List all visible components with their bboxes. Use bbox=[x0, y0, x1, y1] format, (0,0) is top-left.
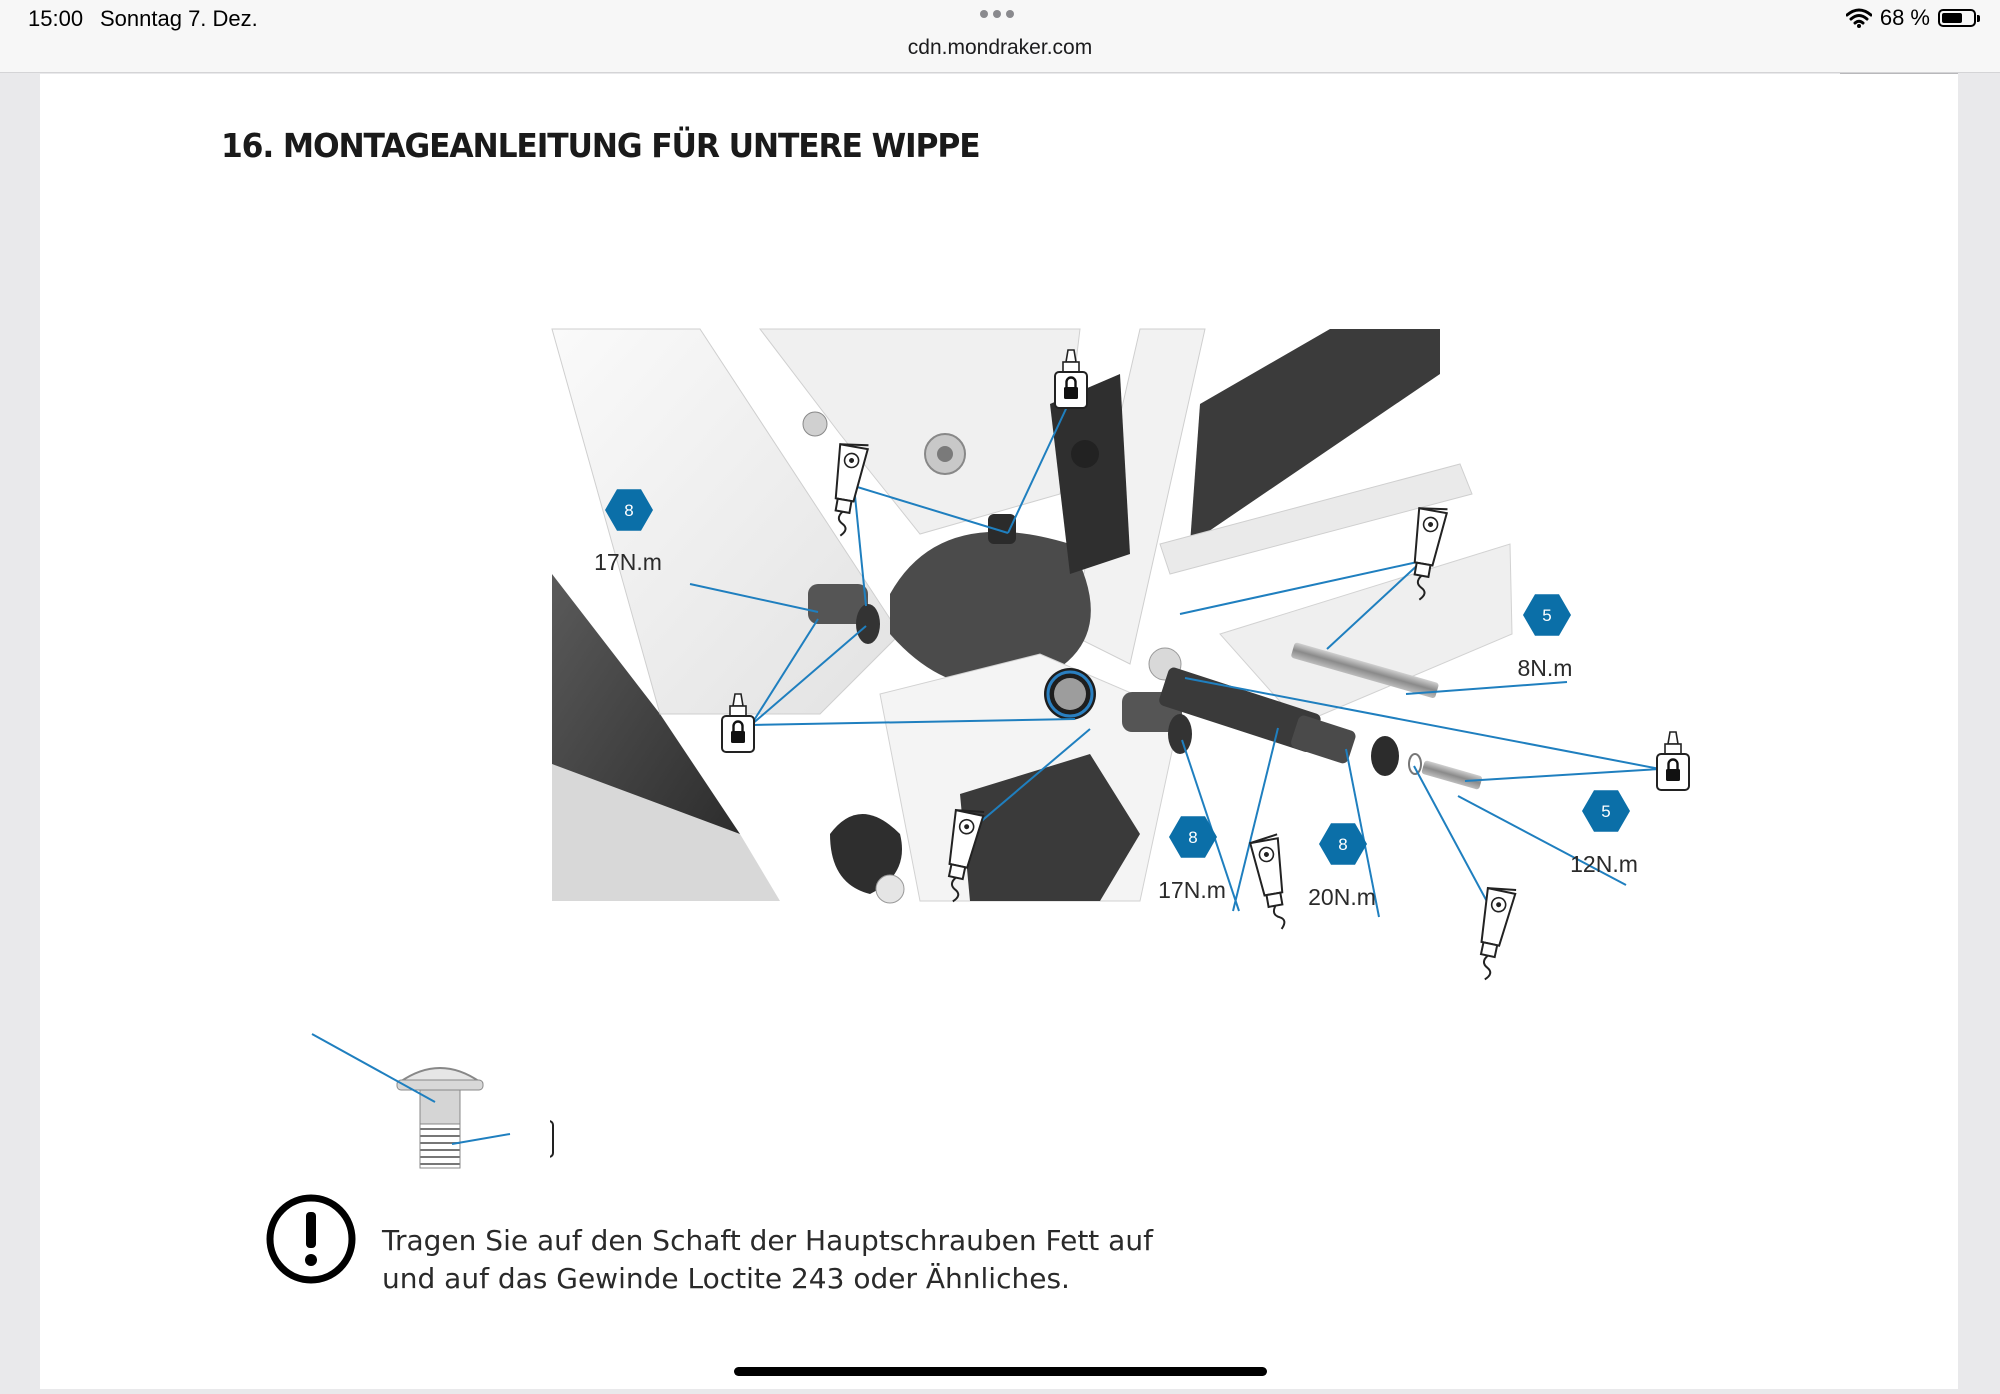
hex-size-text: 8 bbox=[1338, 835, 1347, 854]
torque-label: 17N.m bbox=[1158, 877, 1226, 903]
assembly-note: Tragen Sie auf den Schaft der Hauptschra… bbox=[382, 1222, 1282, 1298]
note-line-2: und auf das Gewinde Loctite 243 oder Ähn… bbox=[382, 1262, 1070, 1295]
page-title: 16. MONTAGEANLEITUNG FÜR UNTERE WIPPE bbox=[221, 126, 981, 165]
status-time: 15:00 bbox=[28, 6, 84, 31]
hex-size-text: 5 bbox=[1542, 606, 1551, 625]
document-page: 16. MONTAGEANLEITUNG FÜR UNTERE WIPPE bbox=[40, 74, 1958, 1389]
assembly-diagram: 8 17N.m 8 17N.m 8 20N.m 5 8N.m 5 12N.m bbox=[40, 74, 1958, 1389]
threadlocker-bottle-icon bbox=[1655, 730, 1691, 792]
battery-percent: 68 % bbox=[1879, 5, 1930, 30]
hex-key-badge: 8 bbox=[1319, 823, 1367, 865]
frame-photo bbox=[551, 328, 1513, 904]
leader-lines bbox=[689, 395, 1661, 923]
hex-size-text: 5 bbox=[1601, 802, 1610, 821]
browser-status-bar: 15:00 Sonntag 7. Dez. cdn.mondraker.com … bbox=[0, 0, 2000, 73]
note-line-1: Tragen Sie auf den Schaft der Hauptschra… bbox=[382, 1224, 1153, 1257]
hex-key-badge: 8 bbox=[605, 489, 653, 531]
inset-bolt-detail bbox=[260, 969, 550, 1249]
warning-exclamation-icon bbox=[266, 1194, 356, 1284]
hex-size-text: 8 bbox=[1188, 828, 1197, 847]
home-indicator[interactable] bbox=[734, 1367, 1267, 1376]
torque-label: 20N.m bbox=[1308, 884, 1376, 910]
hex-key-badge: 8 bbox=[1169, 816, 1217, 858]
status-date: Sonntag 7. Dez. bbox=[100, 6, 258, 31]
status-right-group: 68 % bbox=[1845, 5, 1980, 31]
hex-key-badge: 5 bbox=[1523, 594, 1571, 636]
url-address-bar[interactable]: cdn.mondraker.com bbox=[907, 36, 1093, 59]
torque-label: 17N.m bbox=[594, 549, 662, 575]
tab-options-dots[interactable] bbox=[980, 10, 1014, 18]
hex-key-badge: 5 bbox=[1582, 790, 1630, 832]
torque-label: 8N.m bbox=[1518, 655, 1573, 681]
wifi-icon bbox=[1845, 8, 1872, 28]
torque-label: 12N.m bbox=[1570, 851, 1638, 877]
hex-size-text: 8 bbox=[624, 501, 633, 520]
battery-icon bbox=[1938, 9, 1980, 27]
